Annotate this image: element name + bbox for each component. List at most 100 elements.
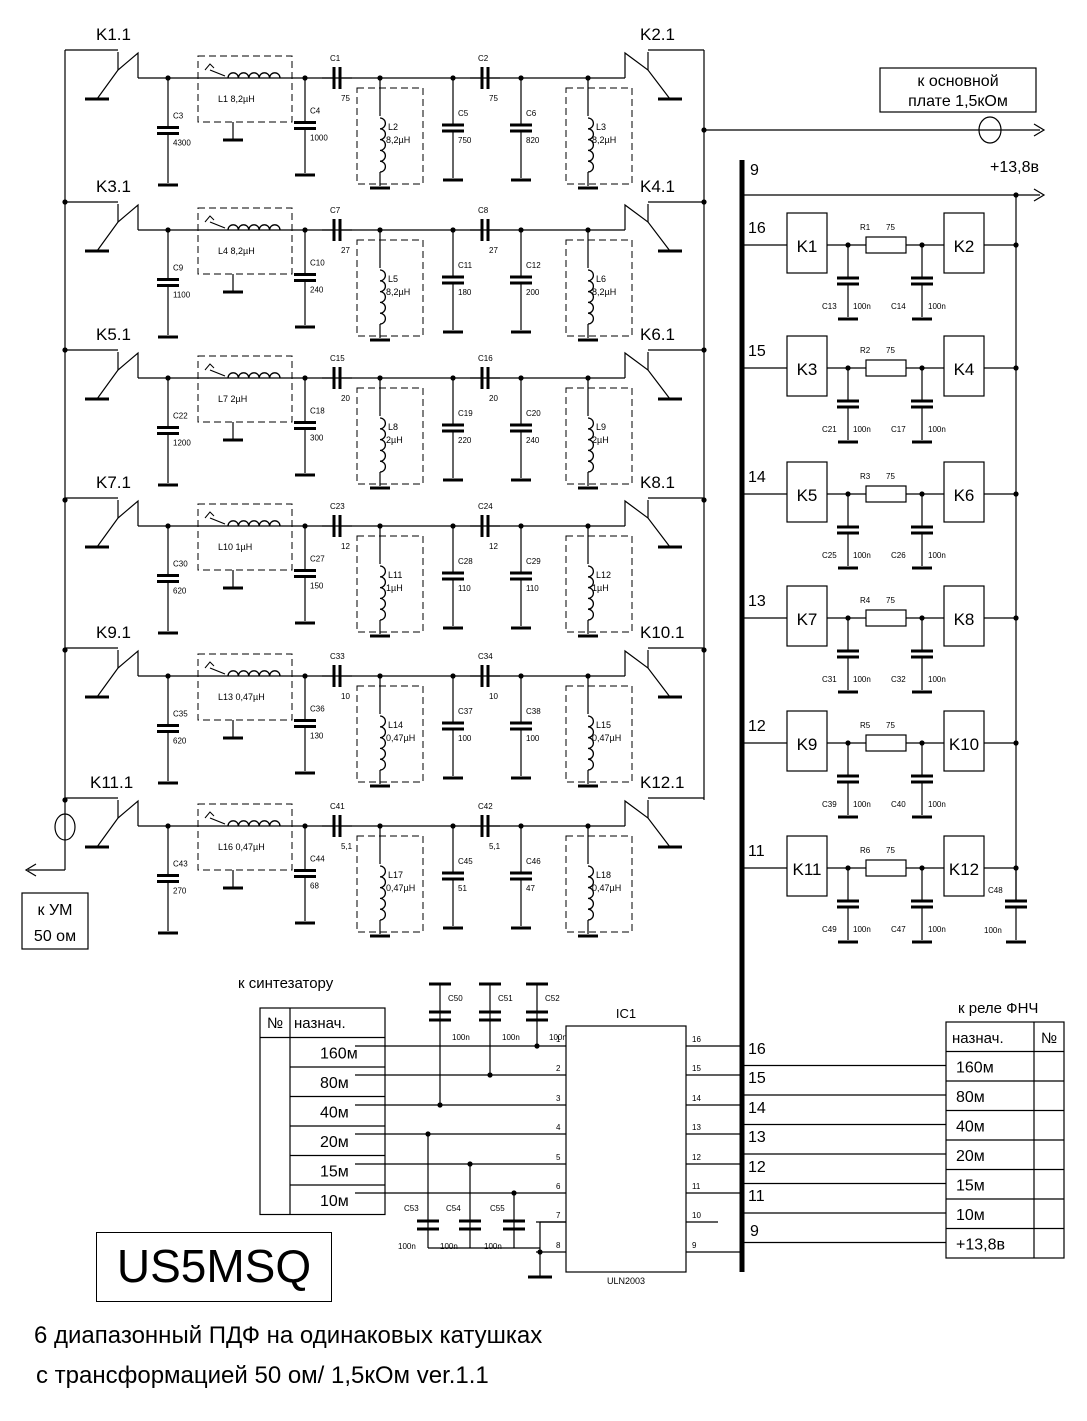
left-table-cell-0: 160м — [320, 1046, 358, 1063]
cap-name-C20: C20 — [526, 409, 541, 418]
cap-name-C46: C46 — [526, 857, 541, 866]
relay-coil-K1 — [786, 212, 828, 274]
inductor-coil — [379, 715, 386, 771]
cap-name-C6: C6 — [526, 109, 537, 118]
cap-value-C26: 100n — [928, 551, 946, 560]
cap-value-C54: 100n — [440, 1242, 458, 1251]
cap-name-C18: C18 — [310, 407, 325, 416]
relay-coil-K11 — [786, 835, 828, 897]
adjust-arrow — [209, 369, 226, 377]
coil-label-L4: L4 8,2µH — [218, 246, 255, 256]
coil-value-L15: 0,47µH — [592, 733, 621, 743]
relay-ffu-label: к реле ФНЧ — [958, 1000, 1038, 1017]
junction-dot — [377, 823, 383, 829]
coil-label-L9: L9 — [596, 422, 606, 432]
cap-value-C46: 47 — [526, 884, 535, 893]
junction-dot — [450, 375, 456, 381]
amp-box — [21, 892, 89, 950]
junction-dot — [919, 491, 925, 497]
ic-pin-8: 8 — [556, 1241, 561, 1250]
relay-label-K3: K3 — [797, 360, 818, 379]
cap-value-C21: 100n — [853, 425, 871, 434]
relay-contact-label-K3.1: K3.1 — [96, 177, 131, 196]
resistor-R6 — [865, 859, 907, 877]
relay-out-contact — [624, 649, 671, 698]
cap-name-C49: C49 — [822, 925, 837, 934]
cap-value-C5: 750 — [458, 136, 472, 145]
cap-value-C4: 1000 — [310, 134, 328, 143]
cap-name-C33: C33 — [330, 652, 345, 661]
main-board-label-2: плате 1,5кОм — [908, 93, 1008, 110]
junction-dot — [919, 365, 925, 371]
junction-dot — [919, 865, 925, 871]
junction-dot — [1013, 491, 1019, 497]
cap-value-C23: 12 — [341, 542, 350, 551]
cap-name-C3: C3 — [173, 112, 184, 121]
bus-ic-label-16: 16 — [748, 1041, 766, 1058]
junction-dot — [1013, 740, 1019, 746]
junction-dot — [1013, 615, 1019, 621]
amp-label-2: 50 ом — [34, 928, 76, 945]
relay-label-K8: K8 — [954, 610, 975, 629]
coil-value-L12: 1µH — [592, 583, 609, 593]
coax-connector — [978, 116, 1002, 144]
coil-label-L1: L1 8,2µH — [218, 94, 255, 104]
ic1-body — [565, 1025, 687, 1273]
cap-name-C22: C22 — [173, 412, 188, 421]
coil-label-L17: L17 — [388, 870, 403, 880]
cap-value-C41: 5,1 — [341, 842, 353, 851]
relay-contact-label-K6.1: K6.1 — [640, 325, 675, 344]
coil-label-L11: L11 — [388, 570, 402, 580]
junction-dot — [701, 347, 707, 353]
cap-name-C52: C52 — [545, 994, 560, 1003]
coil-label-L2: L2 — [388, 122, 398, 132]
res-name-R1: R1 — [860, 223, 871, 232]
junction-dot — [165, 523, 171, 529]
cap-value-C9: 1100 — [173, 291, 191, 300]
cap-name-C44: C44 — [310, 855, 325, 864]
bus-label-9: 9 — [750, 162, 759, 179]
relay-out-contact — [624, 51, 671, 100]
adjust-arrow — [209, 221, 226, 229]
cap-value-C55: 100n — [484, 1242, 502, 1251]
junction-dot — [1013, 192, 1019, 198]
relay-out-contact — [624, 499, 671, 548]
cap-value-C50: 100n — [452, 1033, 470, 1042]
ic-pin-14: 14 — [692, 1094, 701, 1103]
junction-dot — [165, 375, 171, 381]
title-box: US5MSQ — [96, 1232, 332, 1302]
cap-name-C51: C51 — [498, 994, 513, 1003]
coil-value-L14: 0,47µH — [386, 733, 415, 743]
cap-value-C36: 130 — [310, 732, 324, 741]
cap-name-C16: C16 — [478, 354, 493, 363]
res-name-R4: R4 — [860, 596, 871, 605]
cap-value-C34: 10 — [489, 692, 498, 701]
relay-contact-label-K10.1: K10.1 — [640, 623, 684, 642]
junction-dot — [302, 227, 308, 233]
amp-label-1: к УМ — [38, 902, 73, 919]
coil-label-L13: L13 0,47µH — [218, 692, 265, 702]
schematic-wires — [24, 49, 1064, 1279]
coil-box-L1 — [197, 55, 293, 123]
junction-dot — [450, 673, 456, 679]
right-table-header-purpose: назнач. — [952, 1030, 1004, 1047]
coil-value-L2: 8,2µH — [386, 135, 410, 145]
relay-out-contact — [624, 351, 671, 400]
right-table-cell-3: 20м — [956, 1148, 985, 1165]
relay-coil-K7 — [786, 585, 828, 647]
coil-box-L5 — [356, 239, 424, 337]
relay-label-K1: K1 — [797, 237, 818, 256]
junction-dot — [701, 127, 707, 133]
junction-dot — [518, 375, 524, 381]
cap-name-C55: C55 — [490, 1204, 505, 1213]
coil-box-L13 — [197, 653, 293, 721]
cap-value-C15: 20 — [341, 394, 350, 403]
cap-name-C34: C34 — [478, 652, 493, 661]
adjust-arrow — [204, 811, 215, 819]
cap-value-C38: 100 — [526, 734, 540, 743]
junction-dot — [467, 1161, 473, 1167]
schematic-parts — [21, 55, 1065, 1273]
cap-name-C28: C28 — [458, 557, 473, 566]
junction-dot — [302, 673, 308, 679]
adjust-arrow — [204, 363, 215, 371]
